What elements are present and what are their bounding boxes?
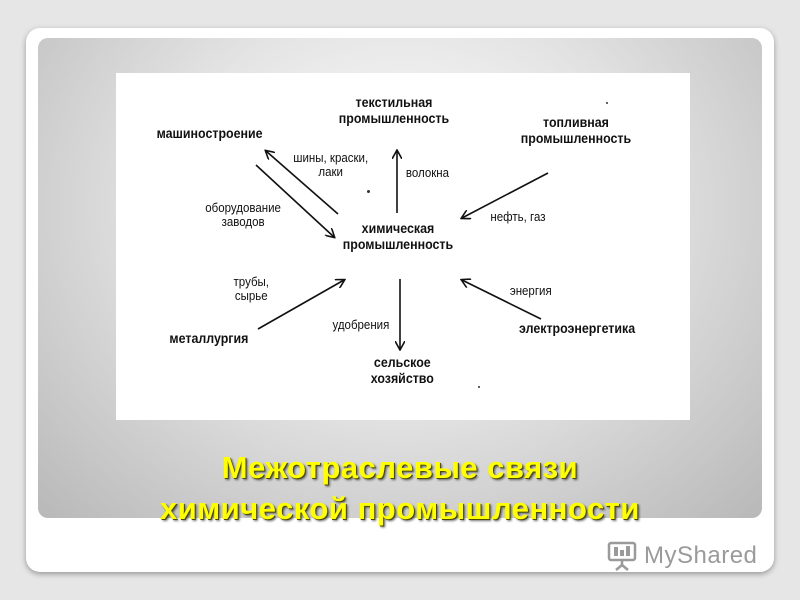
node-machine-line1: машиностроение	[156, 126, 263, 141]
slide-title-line1: Межотраслевые связи	[221, 450, 579, 485]
slide-title-line2: химической промышленности	[160, 491, 640, 526]
node-textile-line2: промышленность	[338, 110, 450, 126]
edge-label-equipment: оборудование заводов	[205, 201, 281, 230]
edge-oil-gas-line1: нефть, газ	[490, 210, 546, 224]
edge-label-tires-paints: шины, краски, лаки	[293, 151, 368, 180]
node-chemical-line2: промышленность	[342, 236, 454, 252]
node-fuel-industry: топливная промышленность	[521, 115, 631, 146]
node-agriculture-line2: хозяйство	[370, 370, 434, 386]
node-agriculture-line1: сельское	[373, 355, 431, 370]
edge-label-fertilizers: удобрения	[332, 318, 389, 332]
arrow-power-to-chem	[462, 280, 542, 320]
watermark: MyShared	[606, 538, 757, 574]
edge-pipes-line1: трубы,	[233, 275, 270, 289]
node-mechanical-engineering: машиностроение	[157, 126, 263, 142]
node-textile-industry: текстильная промышленность	[339, 95, 449, 126]
node-chemical-line1: химическая	[361, 221, 435, 236]
diagram-image: химическая промышленность текстильная пр…	[116, 73, 690, 420]
arrow-metallurgy-to-chem	[257, 280, 344, 330]
edge-energy-line1: энергия	[509, 284, 552, 298]
edge-equipment-line1: оборудование	[205, 201, 281, 215]
node-metallurgy-line1: металлургия	[169, 331, 249, 346]
stray-dot	[367, 190, 370, 193]
edge-pipes-line2: сырье	[234, 289, 268, 304]
arrow-machine-to-chem	[255, 164, 334, 237]
edge-label-oil-gas: нефть, газ	[490, 210, 545, 224]
node-fuel-line2: промышленность	[520, 130, 632, 146]
stray-dot	[478, 386, 480, 388]
node-fuel-line1: топливная	[543, 115, 609, 130]
edge-tires-line1: шины, краски,	[293, 151, 369, 165]
node-power-line1: электроэнергетика	[519, 321, 636, 336]
edge-equipment-line2: заводов	[221, 215, 265, 230]
edge-fibers-line1: волокна	[405, 166, 450, 180]
node-textile-line1: текстильная	[355, 95, 433, 110]
stray-dot	[606, 102, 608, 104]
edge-fertilizers-line1: удобрения	[332, 318, 390, 332]
node-chemical-industry: химическая промышленность	[343, 221, 453, 252]
node-metallurgy: металлургия	[169, 331, 248, 347]
presentation-board-icon	[607, 541, 637, 571]
node-agriculture: сельское хозяйство	[371, 355, 434, 386]
arrow-chem-to-machine	[266, 151, 339, 215]
edge-tires-line2: лаки	[318, 165, 343, 180]
edge-label-pipes-raw: трубы, сырье	[234, 275, 269, 304]
edge-label-fibers: волокна	[406, 166, 449, 180]
edge-label-energy: энергия	[510, 284, 552, 298]
arrow-fuel-to-chem	[462, 172, 549, 218]
node-power-engineering: электроэнергетика	[519, 321, 635, 337]
diagram-arrows	[255, 73, 549, 420]
watermark-text: MyShared	[644, 542, 758, 569]
